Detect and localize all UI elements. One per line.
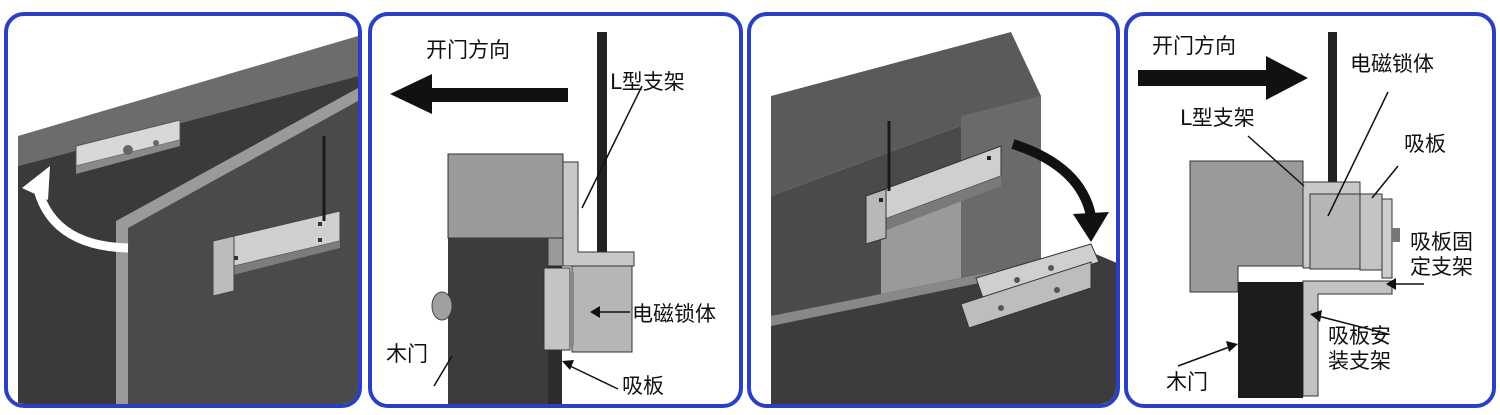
panel-3-illustration — [771, 32, 1116, 404]
panel-4-bracket-label: L型支架 — [1180, 106, 1255, 130]
panel-4-wood-door-label: 木门 — [1166, 370, 1208, 394]
panel-4-armature-label: 吸板 — [1404, 132, 1446, 156]
panel-4-armature-fixed-bracket-label: 吸板固 定支架 — [1410, 230, 1473, 280]
panel-4-direction-label: 开门方向 — [1152, 34, 1236, 58]
panel-2-armature-label: 吸板 — [622, 374, 664, 398]
panel-2-bracket-label: L型支架 — [610, 70, 685, 94]
panel-4-lock-body-label: 电磁锁体 — [1350, 52, 1434, 76]
panel-4-armature-mount-bracket-line-1: 吸板安 — [1328, 324, 1391, 348]
panel-1-illustration — [18, 36, 358, 404]
panel-4-armature-mount-bracket-line-2: 装支架 — [1328, 349, 1391, 374]
panel-2-wood-door-label: 木门 — [386, 342, 428, 366]
panel-4-illustration — [1138, 32, 1424, 398]
panel-2-direction-label: 开门方向 — [426, 38, 510, 62]
panel-2-side-section: 开门方向 L型支架 电磁锁体 木门 吸板 — [368, 12, 743, 408]
panel-4-side-section: 开门方向 电磁锁体 L型支架 吸板 吸板固 定支架 吸板安 装支架 木门 — [1124, 12, 1496, 408]
panel-1-door-view — [4, 12, 362, 408]
panel-2-lock-body-label: 电磁锁体 — [632, 302, 716, 326]
panel-2-illustration — [390, 32, 643, 404]
panel-3-install-view — [747, 12, 1120, 408]
panel-4-armature-mount-bracket-label: 吸板安 装支架 — [1328, 324, 1391, 374]
panel-4-armature-fixed-bracket-line-1: 吸板固 — [1410, 230, 1473, 254]
panel-4-armature-fixed-bracket-line-2: 定支架 — [1410, 255, 1473, 280]
